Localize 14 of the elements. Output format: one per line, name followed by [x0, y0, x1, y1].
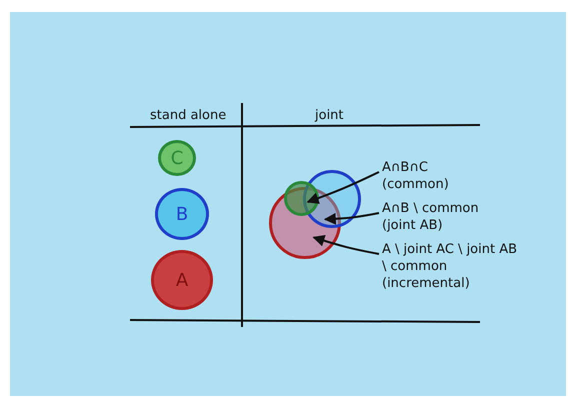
annotation-text: A∩B \ common: [382, 201, 480, 218]
annotation-note: (incremental): [382, 276, 471, 293]
annotation-note: (joint AB): [382, 218, 444, 235]
set-circle: A: [151, 250, 213, 310]
set-circle: C: [158, 140, 196, 176]
annotation-text: A \ joint AC \ joint AB \ common: [382, 242, 518, 276]
leader-arrow: [324, 212, 380, 225]
annotation-text: A∩B∩C: [382, 160, 429, 177]
leader-arrow: [306, 171, 380, 204]
column-header: joint: [315, 108, 344, 123]
column-header: stand alone: [150, 108, 226, 123]
leader-arrow: [312, 234, 380, 255]
annotation-note: (common): [382, 176, 450, 194]
set-circle: B: [155, 188, 209, 240]
